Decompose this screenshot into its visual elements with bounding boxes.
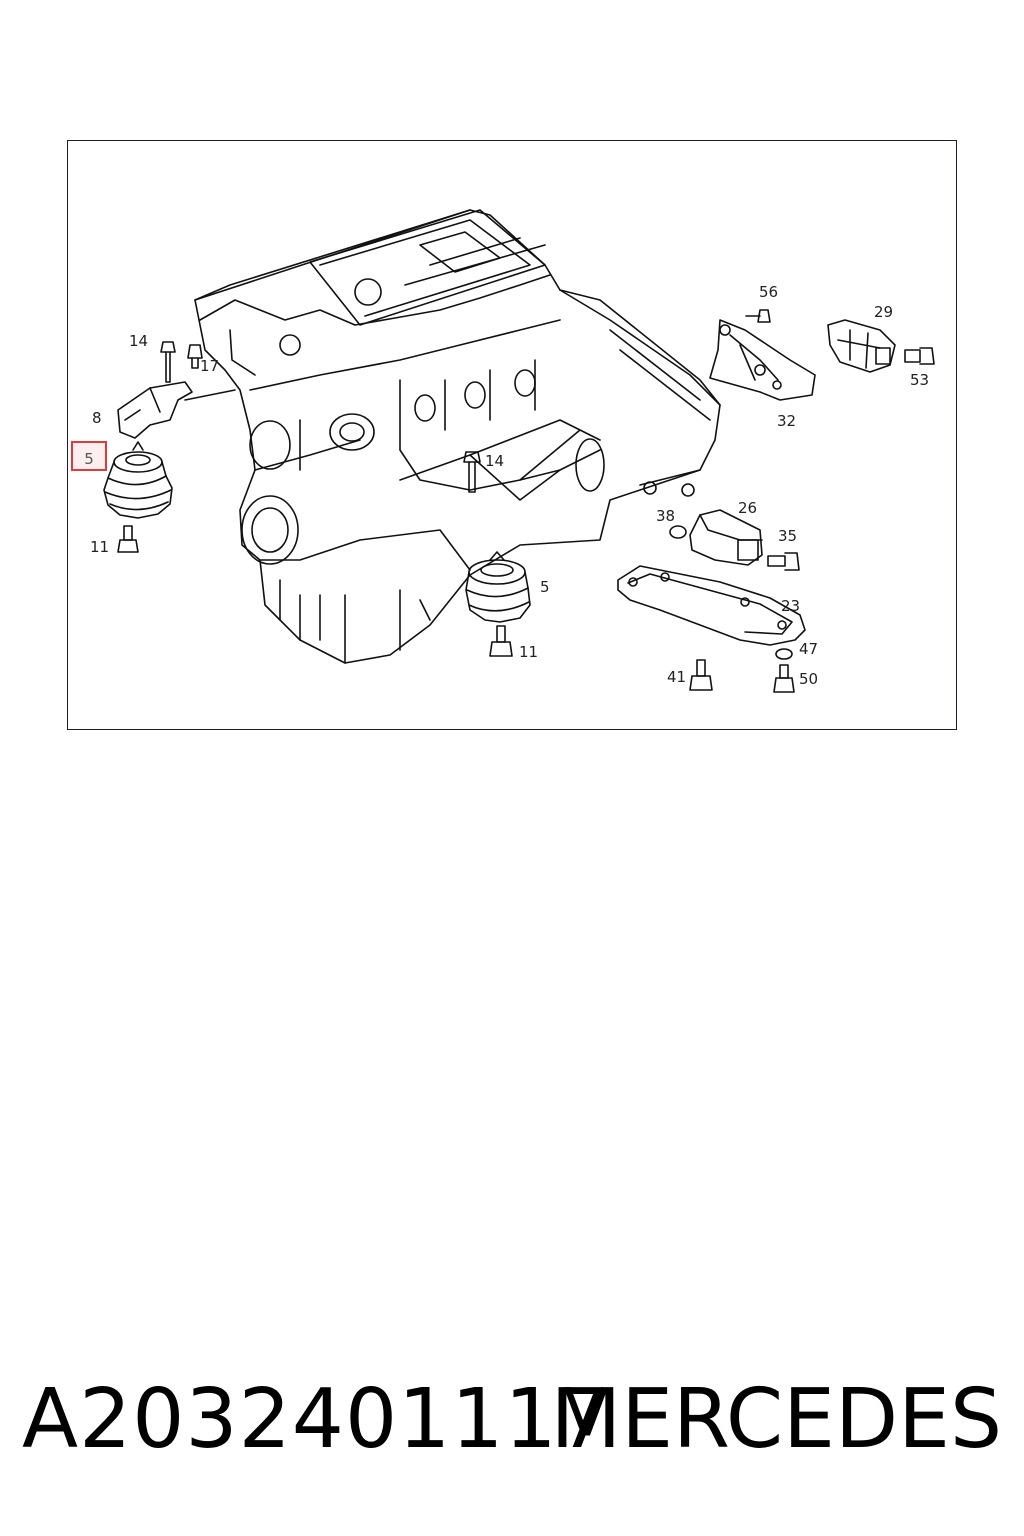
engine-mount-5-middle-drawing — [465, 551, 531, 623]
callout-41: 41 — [667, 668, 687, 686]
highlighted-callout-label: 5 — [84, 450, 94, 468]
bolt-41-drawing — [689, 659, 713, 691]
brand-name: MERCEDES — [550, 1372, 1002, 1467]
callout-11-middle: 11 — [519, 643, 539, 661]
mount-26-drawing — [669, 509, 800, 571]
callout-14-upper: 14 — [129, 332, 149, 350]
bracket-8-drawing — [117, 381, 193, 439]
callout-26: 26 — [738, 499, 758, 517]
callout-5-middle: 5 — [540, 578, 550, 596]
washer-47-bolt-50-drawing — [773, 648, 795, 693]
bolt-11-left-drawing — [117, 525, 139, 553]
callout-29: 29 — [874, 303, 894, 321]
callout-11-left: 11 — [90, 538, 110, 556]
crossmember-23-drawing — [617, 565, 806, 646]
footer: A2032401117 MERCEDES — [0, 1365, 1024, 1475]
bolt-11-middle-drawing — [489, 625, 513, 657]
diagram-frame — [67, 140, 957, 730]
engine-block-drawing — [184, 209, 721, 664]
bolt-14-upper-left-drawing — [160, 341, 203, 383]
callout-50: 50 — [799, 670, 819, 688]
callout-8: 8 — [92, 409, 102, 427]
callout-53: 53 — [910, 371, 930, 389]
highlighted-callout-5[interactable]: 5 — [71, 441, 107, 471]
bolt-14-middle-drawing — [463, 451, 481, 493]
callout-23: 23 — [781, 597, 801, 615]
mount-29-drawing — [827, 319, 935, 373]
callout-38: 38 — [656, 507, 676, 525]
callout-35: 35 — [778, 527, 798, 545]
callout-32: 32 — [777, 412, 797, 430]
callout-56: 56 — [759, 283, 779, 301]
callout-14-middle: 14 — [485, 452, 505, 470]
part-number: A2032401117 — [22, 1372, 611, 1467]
engine-mount-5-left-drawing — [103, 441, 173, 519]
callout-17: 17 — [200, 357, 220, 375]
bracket-32-drawing — [709, 309, 816, 401]
engine-exploded-diagram — [103, 209, 935, 693]
callout-47: 47 — [799, 640, 819, 658]
